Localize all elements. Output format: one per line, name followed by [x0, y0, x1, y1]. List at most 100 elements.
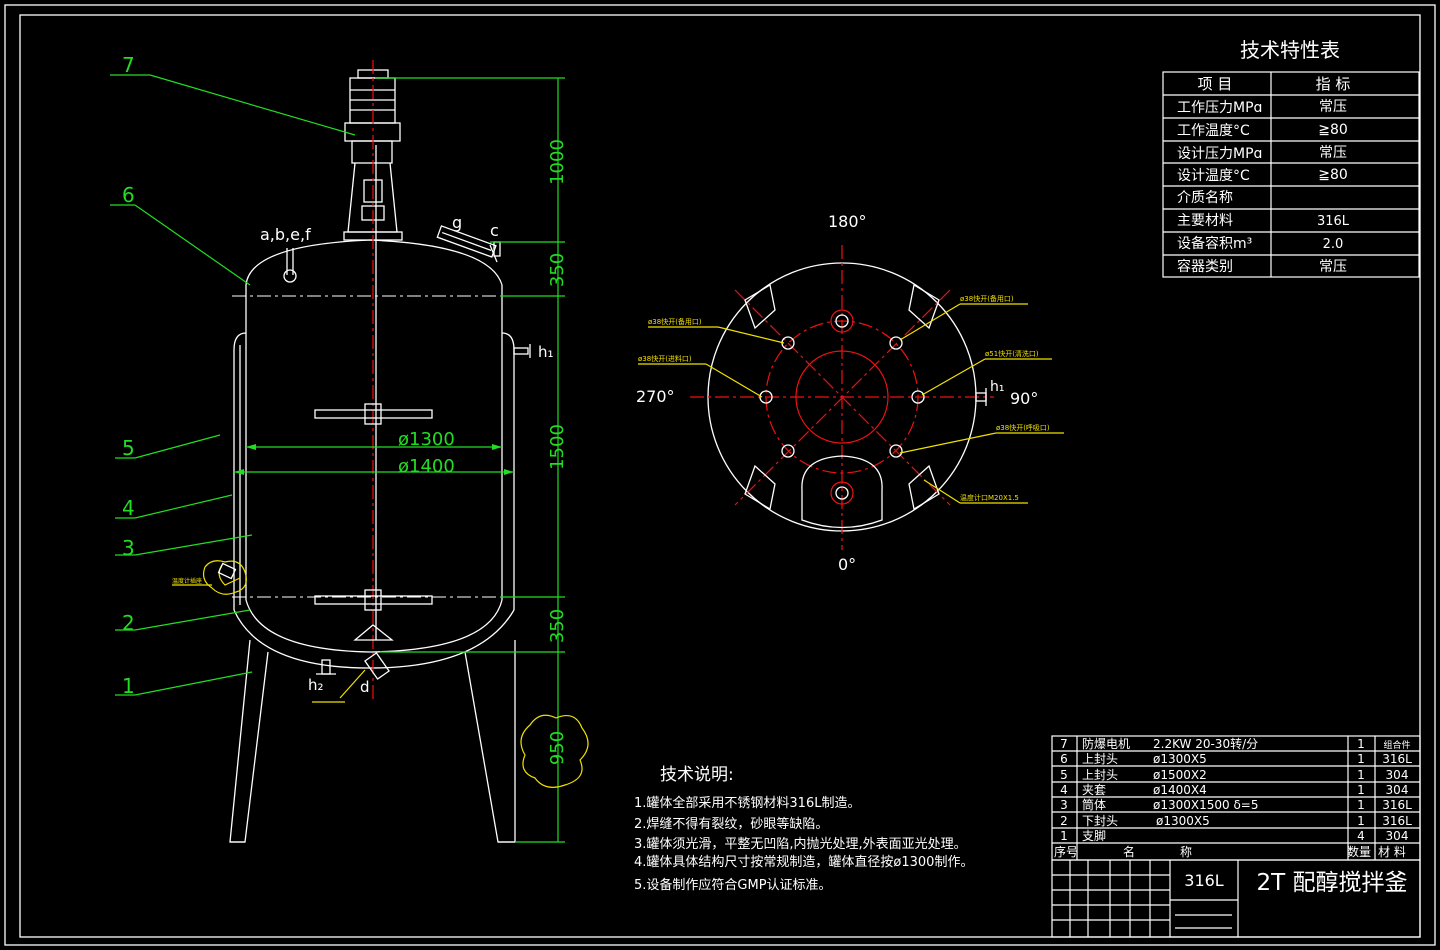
bom-spec: ø1500X2 [1153, 768, 1207, 782]
note-item: 1.罐体全部采用不锈钢材料316L制造。 [634, 795, 860, 811]
bom-name: 下封头 [1082, 814, 1118, 828]
bom-no: 6 [1060, 752, 1068, 766]
leader-d [339, 669, 366, 699]
angle-270: 270° [636, 387, 675, 406]
bom-material: 304 [1386, 829, 1409, 843]
leader [899, 303, 961, 341]
note-item: 4.罐体具体结构尺寸按常规制造，罐体直径按ø1300制作。 [634, 855, 973, 870]
callout-wash: ø51快开(清洗口) [985, 349, 1039, 358]
spec-value: 常压 [1319, 145, 1347, 161]
front-view: ø1300 ø1400 1000 350 1500 350 950 7 6 5 [110, 53, 589, 843]
spec-item: 工作温度°C [1177, 123, 1250, 139]
tech-spec-title: 技术特性表 [1240, 38, 1340, 62]
lower-hub [364, 589, 382, 611]
callout-spare-right: ø38快开(备用口) [960, 294, 1014, 303]
title-frame [1051, 859, 1421, 938]
bom-qty: 1 [1357, 798, 1365, 812]
callout-breath: ø38快开(呼吸口) [996, 423, 1050, 432]
title-block: 316L 2T 配醇搅拌釜 [1051, 859, 1421, 938]
bom-no: 2 [1060, 814, 1068, 828]
leg-right [464, 640, 516, 843]
leader [717, 326, 785, 344]
upper-head [245, 239, 503, 286]
jacket-bottom [233, 609, 515, 669]
dim-motor: 1000 [547, 139, 568, 185]
bom-material: 316L [1382, 752, 1412, 766]
port [889, 336, 903, 350]
leader-6 [134, 204, 251, 286]
part-callouts: 7 6 5 4 3 2 1 [110, 53, 356, 698]
callout-feed: ø38快开(进料口) [638, 354, 692, 363]
manhole-port-inner [835, 486, 849, 500]
port-top [830, 309, 854, 333]
lug-sw [744, 464, 776, 511]
axis-diag-2 [734, 289, 951, 506]
leader-4 [134, 494, 233, 519]
bom-no: 3 [1060, 798, 1068, 812]
lug-nw [744, 283, 776, 330]
arrow [492, 444, 502, 450]
bom-no: 4 [1060, 783, 1068, 797]
callout-2: 2 [122, 611, 135, 635]
label-d: d [360, 678, 370, 696]
bom-qty: 1 [1357, 752, 1365, 766]
label-c: c [490, 221, 499, 240]
bom-table: 7 防爆电机 2.2KW 20-30转/分 1 组合件 6 上封头 ø1300X… [1051, 735, 1421, 861]
spec-item: 介质名称 [1177, 190, 1233, 206]
manhole-g [436, 225, 497, 258]
diameter-inner: ø1300 [398, 429, 455, 450]
bom-spec: ø1400X4 [1153, 783, 1207, 797]
leader-7 [149, 74, 356, 136]
thermo-socket-body [217, 562, 237, 580]
bom-qty: 1 [1357, 737, 1365, 751]
bom-header-name: 名 [1123, 844, 1135, 859]
note-item: 5.设备制作应符合GMP认证标准。 [634, 877, 832, 893]
arrow [246, 444, 256, 450]
spec-value: ≧80 [1318, 167, 1348, 183]
bom-name: 上封头 [1082, 768, 1118, 782]
spec-item: 主要材料 [1177, 213, 1233, 229]
port [759, 390, 773, 404]
top-view: h₁ 180° 270° 90° 0° ø38快开(备用口) ø38快开(进料口… [636, 212, 1064, 574]
bom-name: 防爆电机 [1082, 736, 1130, 751]
port [911, 390, 925, 404]
jacket-top-left [233, 332, 247, 351]
spec-value: ≧80 [1318, 122, 1348, 138]
bom-qty: 4 [1357, 829, 1365, 843]
bom-header-material: 材 料 [1378, 845, 1406, 859]
bom-material: 316L [1382, 798, 1412, 812]
callout-spare-left: ø38快开(备用口) [648, 317, 702, 326]
dim-legs: 950 [547, 731, 568, 765]
lower-head [245, 599, 503, 653]
coupling [351, 140, 393, 164]
note-item: 3.罐体须光滑，平整无凹陷,内抛光处理,外表面亚光处理。 [634, 836, 967, 852]
bom-spec: ø1300X1500 δ=5 [1153, 798, 1259, 812]
lower-impeller [314, 595, 433, 605]
bom-name: 夹套 [1082, 783, 1106, 797]
leader-2 [134, 609, 251, 631]
lug-se [908, 464, 940, 511]
bom-spec: ø1300X5 [1156, 814, 1210, 828]
bom-no: 7 [1060, 737, 1068, 751]
manhole-port [830, 481, 854, 505]
bom-no: 5 [1060, 768, 1068, 782]
bom-spec: ø1300X5 [1153, 752, 1207, 766]
port-top-inner [835, 314, 849, 328]
bom-header-qty: 数量 [1347, 844, 1371, 859]
dim-upper-head: 350 [547, 253, 568, 287]
tech-spec-table: 技术特性表 项 目 指 标 工作压力MPɑ 常压 工作温度°C ≧80 设计压力… [1162, 38, 1420, 278]
manhole [801, 455, 883, 529]
bom-no: 1 [1060, 829, 1068, 843]
nozzle-h2 [321, 659, 331, 675]
bom-material: 304 [1386, 768, 1409, 782]
label-h1: h₁ [538, 343, 554, 361]
bom-qty: 1 [1357, 768, 1365, 782]
leader-1 [134, 671, 253, 696]
leader-3 [134, 534, 253, 556]
callout-4: 4 [122, 496, 135, 520]
technical-notes: 技术说明: 1.罐体全部采用不锈钢材料316L制造。 2.焊缝不得有裂纹，砂眼等… [634, 765, 973, 893]
callout-5: 5 [122, 436, 135, 460]
dim-lower-head: 350 [547, 609, 568, 643]
leader [899, 432, 997, 454]
